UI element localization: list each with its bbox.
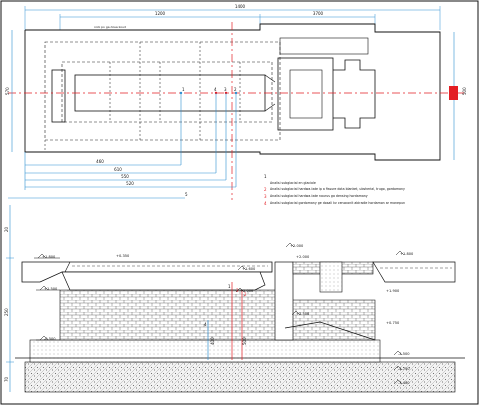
- dimension-ladder: [8, 93, 237, 199]
- ladder-dim: 520: [126, 181, 134, 186]
- section-marker: 1: [228, 284, 231, 289]
- legend-item: Analisi subglacial hardwa-tate naurus ga…: [270, 194, 368, 198]
- dim-left: 1200: [155, 11, 166, 16]
- ladder-dim: 610: [114, 167, 122, 172]
- legend-marker: 3: [264, 194, 267, 199]
- level-label: +2.000: [296, 255, 310, 259]
- legend: 1 Analisi subglacial en glaciale 2 Anali…: [264, 174, 405, 206]
- level-label: +1.600: [242, 267, 256, 271]
- section-dim: 20: [4, 226, 9, 232]
- dim-right: 3700: [313, 11, 324, 16]
- section-view: [6, 205, 465, 393]
- axis-point-label: 3: [224, 87, 227, 92]
- level-label: +1.900: [386, 289, 400, 293]
- level-label: -2.750: [398, 367, 410, 371]
- level-label: -3.400: [398, 381, 410, 385]
- level-label: +2.000: [290, 244, 304, 248]
- axis-point-label: 2: [234, 87, 237, 92]
- ladder-dim: 5: [185, 192, 188, 197]
- section-marker: 3: [236, 288, 239, 293]
- ladder-dim: 550: [121, 174, 129, 179]
- ladder-dim: 460: [96, 159, 104, 164]
- section-marker: 2: [244, 292, 247, 297]
- axis-point-label: 4: [214, 87, 217, 92]
- level-label: +1.000: [240, 289, 254, 293]
- level-label: -0.500: [44, 337, 56, 341]
- legend-marker: 4: [264, 201, 267, 206]
- section-marker: 4: [204, 322, 207, 327]
- level-markers: +1.800 +1.500 +0.350 -0.500 +2.000 +1.60…: [42, 244, 414, 385]
- legend-item: Analisi subglacial hardwa-tate ip a fiss…: [270, 187, 405, 191]
- top-note: nick po ga dosa koud: [94, 25, 126, 29]
- dim-overall: 1400: [235, 4, 246, 9]
- axis-point-label: 1: [182, 87, 185, 92]
- section-height: 500: [242, 337, 247, 345]
- plan-view: [8, 6, 465, 200]
- dim-depth-right: 500: [462, 87, 467, 95]
- level-label: +0.350: [116, 254, 130, 258]
- section-height: 400: [210, 337, 215, 345]
- legend-marker: 1: [264, 174, 267, 179]
- section-dim: 250: [4, 308, 9, 316]
- level-label: +1.800: [400, 252, 414, 256]
- dim-depth-left: 570: [5, 87, 10, 95]
- level-label: +1.800: [42, 255, 56, 259]
- legend-marker: 2: [264, 187, 267, 192]
- level-label: +0.750: [386, 321, 400, 325]
- level-label: +1.500: [44, 287, 58, 291]
- section-dim: 70: [4, 376, 9, 382]
- legend-item: Analisi subglacial en glaciale: [270, 181, 316, 185]
- level-label: -2.500: [398, 352, 410, 356]
- level-label: +1.500: [296, 312, 310, 316]
- legend-item: Analisi subglacial gordomany ge dosali k…: [270, 201, 405, 205]
